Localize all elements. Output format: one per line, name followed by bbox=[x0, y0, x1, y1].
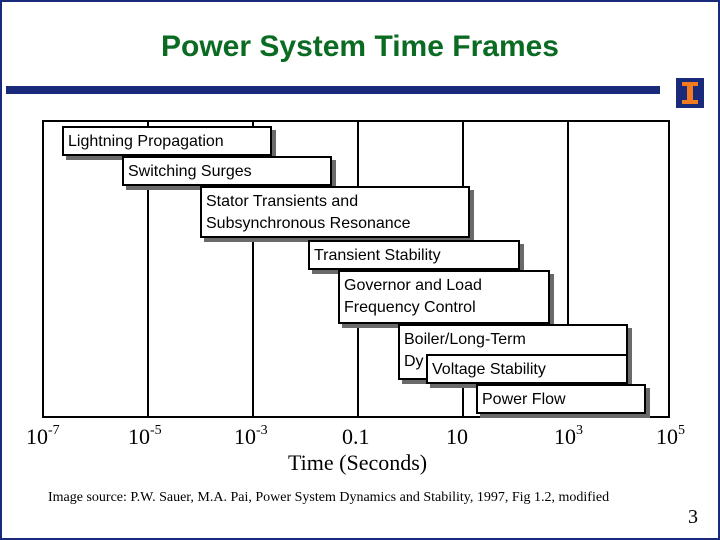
bar-label: Subsynchronous Resonance bbox=[206, 215, 411, 232]
image-source-note: Image source: P.W. Sauer, M.A. Pai, Powe… bbox=[48, 490, 610, 505]
bar-label: Power Flow bbox=[482, 391, 566, 408]
bar-label: Dy bbox=[404, 353, 424, 370]
university-logo-icon bbox=[676, 78, 704, 108]
time-frame-diagram: Lightning Propagation Switching Surges S… bbox=[42, 120, 670, 418]
bar-governor-load-frequency: Governor and Load Frequency Control bbox=[338, 270, 550, 324]
tick-label: 0.1 bbox=[342, 424, 370, 449]
grid-line bbox=[147, 122, 149, 416]
tick-label: 10 bbox=[446, 424, 468, 449]
grid-line bbox=[567, 122, 569, 416]
bar-transient-stability: Transient Stability bbox=[308, 240, 520, 270]
bar-label: Boiler/Long-Term bbox=[404, 331, 526, 348]
slide-title: Power System Time Frames bbox=[161, 30, 559, 63]
bar-power-flow: Power Flow bbox=[476, 384, 646, 414]
bar-label: Governor and Load bbox=[344, 277, 482, 294]
bar-lightning-propagation: Lightning Propagation bbox=[62, 126, 272, 156]
tick-label: 105 bbox=[656, 422, 685, 449]
title-rule bbox=[6, 86, 660, 94]
tick-label: 10-5 bbox=[128, 422, 162, 449]
bar-label: Voltage Stability bbox=[432, 361, 546, 378]
bar-label: Lightning Propagation bbox=[68, 133, 224, 150]
x-axis-label: Time (Seconds) bbox=[288, 450, 428, 475]
tick-label: 103 bbox=[554, 422, 583, 449]
bar-stator-transients: Stator Transients and Subsynchronous Res… bbox=[200, 186, 470, 238]
tick-label: 10-7 bbox=[26, 422, 60, 449]
bar-label: Transient Stability bbox=[314, 247, 441, 264]
bar-switching-surges: Switching Surges bbox=[122, 156, 332, 186]
tick-label: 10-3 bbox=[234, 422, 268, 449]
bar-label: Stator Transients and bbox=[206, 193, 359, 210]
bar-label: Frequency Control bbox=[344, 299, 476, 316]
page-number: 3 bbox=[688, 506, 698, 528]
bar-voltage-stability: Voltage Stability bbox=[426, 354, 628, 384]
grid-line bbox=[252, 122, 254, 416]
bar-label: Switching Surges bbox=[128, 163, 252, 180]
